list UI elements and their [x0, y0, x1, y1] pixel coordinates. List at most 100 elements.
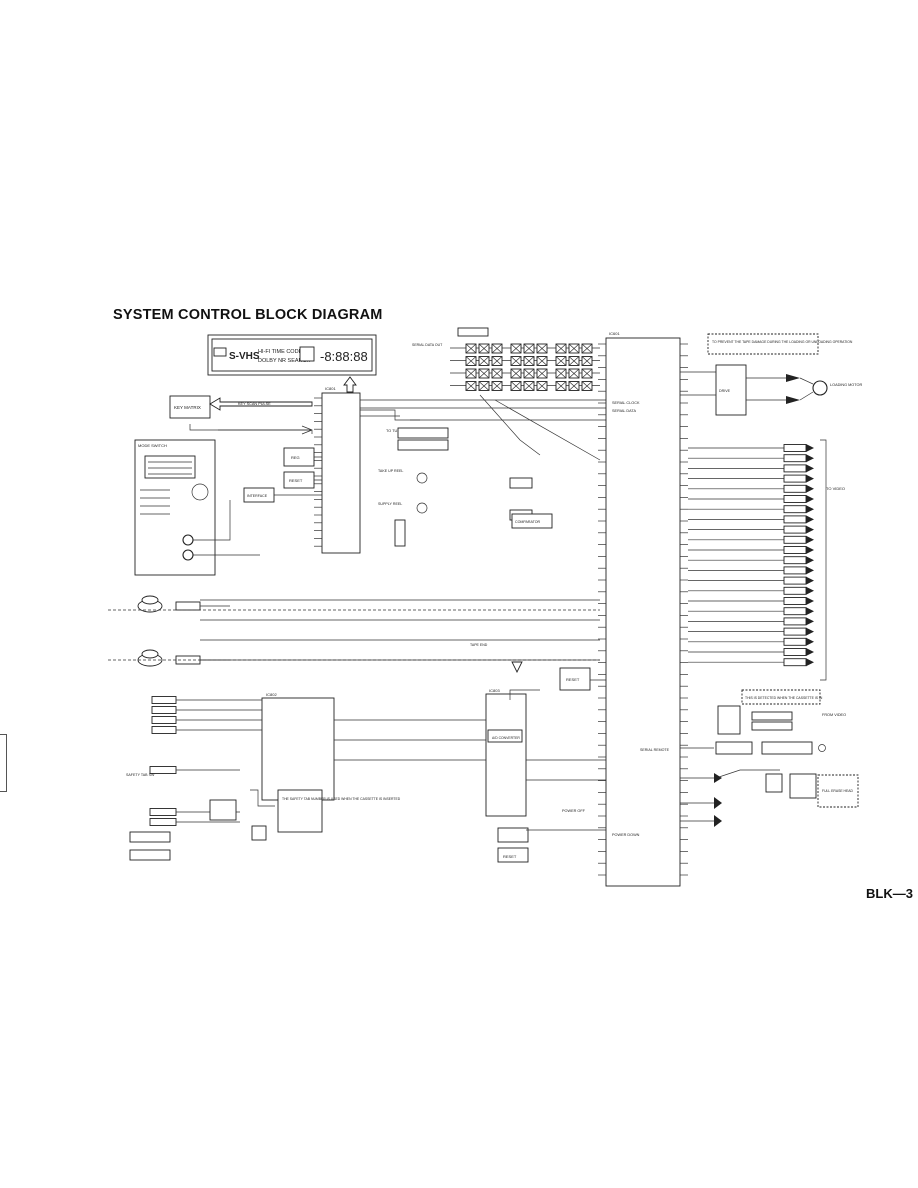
latch-cell-mark [523, 381, 535, 391]
svg-text:A/D CONVERTER: A/D CONVERTER [492, 736, 520, 740]
latch-cell-mark [581, 343, 593, 354]
latch-cell-mark [536, 381, 548, 391]
latch-cell-mark [555, 343, 567, 354]
latch-cell-mark [478, 356, 490, 366]
connector-pin-box [783, 546, 807, 554]
output-arrow [806, 637, 814, 646]
connector-pin-box [783, 484, 807, 493]
output-arrow [806, 474, 814, 483]
svg-text:COMPARATOR: COMPARATOR [515, 520, 541, 524]
main-system-control-ic: IC601 SERIAL CLOCK SERIAL DATA [598, 331, 688, 887]
output-arrow [806, 607, 814, 616]
latch-cell-mark [510, 368, 522, 379]
loading-motor-driver: TO PREVENT THE TAPE DAMAGE DURING THE LO… [680, 333, 862, 416]
output-arrow [806, 495, 814, 503]
serial-decoder-grid: SERIAL DATA OUT [400, 327, 606, 461]
svg-text:IC801: IC801 [325, 386, 336, 391]
input-connector [151, 716, 177, 724]
svg-text:POWER OFF: POWER OFF [562, 809, 586, 813]
latch-cell-mark [510, 356, 522, 366]
latch-cell-mark [581, 368, 593, 379]
latch-cell-mark [555, 381, 567, 391]
reel-hub [141, 595, 159, 605]
svg-text:RESET: RESET [503, 854, 517, 859]
connector-pin-box [783, 576, 807, 585]
svg-text:IC803: IC803 [489, 688, 500, 693]
latch-cell-mark [523, 356, 535, 366]
input-connector [151, 696, 177, 704]
input-connector [149, 808, 177, 816]
svg-text:SUPPLY REEL: SUPPLY REEL [378, 502, 402, 506]
connector-pin-box [783, 515, 807, 524]
input-connector [149, 818, 177, 826]
svg-text:IC601: IC601 [609, 331, 620, 336]
page-number: BLK—3 [866, 886, 913, 901]
output-arrow [806, 505, 814, 514]
latch-cell-mark [568, 343, 580, 354]
svg-text:POWER DOWN: POWER DOWN [612, 833, 640, 837]
svg-text:KEY MATRIX: KEY MATRIX [174, 405, 201, 410]
latch-cell-mark [491, 356, 503, 366]
lower-center-ics: IC802 IC803 A/D CONVERTER RESET RESET PO… [250, 667, 640, 863]
latch-cell-mark [491, 343, 503, 354]
connector-pin-box [783, 535, 807, 544]
svg-text:LOADING MOTOR: LOADING MOTOR [830, 383, 862, 387]
output-arrow [806, 464, 814, 473]
binding-edge-mark [0, 734, 7, 792]
input-connector [151, 706, 177, 714]
svg-text:TO VIDEO: TO VIDEO [826, 486, 845, 491]
latch-cell-mark [478, 343, 490, 354]
display-line-1: HI-FI TIME CODE [258, 349, 303, 355]
reel-hub [141, 649, 159, 659]
connector-pin-box [783, 495, 807, 503]
connector-pin-box [783, 556, 807, 565]
output-arrow [806, 515, 814, 524]
latch-cell-mark [523, 343, 535, 354]
svg-text:DRIVE: DRIVE [719, 389, 731, 393]
output-arrow [806, 546, 814, 554]
center-input-section: TO TUNER TAKE UP REEL SUPPLY REEL COMPAR… [360, 409, 553, 547]
input-connector [151, 726, 177, 734]
latch-cell-mark [465, 368, 477, 379]
connector-pin-box [783, 525, 807, 534]
output-arrow [806, 586, 814, 595]
latch-cell-mark [536, 368, 548, 379]
latch-cell-mark [581, 356, 593, 366]
reel-sensor-connector [175, 601, 201, 611]
latch-cell-mark [523, 368, 535, 379]
latch-cell-mark [465, 343, 477, 354]
latch-cell-mark [491, 368, 503, 379]
latch-cell-mark [555, 368, 567, 379]
svg-text:FROM VIDEO: FROM VIDEO [822, 713, 846, 717]
output-arrow [806, 597, 814, 605]
output-arrow [806, 454, 814, 463]
latch-cell-mark [491, 381, 503, 391]
svg-text:RESET: RESET [566, 677, 580, 682]
svg-text:TAPE END: TAPE END [470, 643, 488, 647]
connector-pin-box [783, 597, 807, 605]
output-arrow [806, 627, 814, 636]
svg-text:SERIAL DATA: SERIAL DATA [612, 409, 636, 413]
latch-cell-mark [568, 368, 580, 379]
display-digits: -8:88:88 [320, 349, 368, 364]
reg-reset-blocks: REG RESET INTERFACE [243, 447, 322, 503]
right-output-tags: TO VIDEO [688, 439, 845, 681]
input-connector [129, 849, 171, 861]
connector-pin-box [783, 586, 807, 595]
connector-pin-box [783, 444, 807, 452]
svg-text:TO PREVENT THE TAPE DAMAGE DUR: TO PREVENT THE TAPE DAMAGE DURING THE LO… [712, 340, 853, 344]
mode-switch-block: MODE SWITCH [134, 439, 260, 576]
svg-text:SERIAL DATA OUT: SERIAL DATA OUT [412, 343, 443, 347]
connector-pin-box [783, 648, 807, 656]
svg-text:SAFETY TAB SW: SAFETY TAB SW [126, 773, 155, 777]
output-arrow [806, 576, 814, 585]
ic-display-controller: IC801 [314, 386, 400, 554]
connector-pin-box [783, 607, 807, 616]
display-logo: S-VHS [229, 351, 260, 362]
latch-cell-mark [510, 343, 522, 354]
connector-pin-box [783, 658, 807, 667]
svg-text:SERIAL CLOCK: SERIAL CLOCK [612, 401, 640, 405]
lower-left-tags: SAFETY TAB SW [126, 696, 262, 861]
output-arrow [806, 535, 814, 544]
connector-pin-box [783, 627, 807, 636]
